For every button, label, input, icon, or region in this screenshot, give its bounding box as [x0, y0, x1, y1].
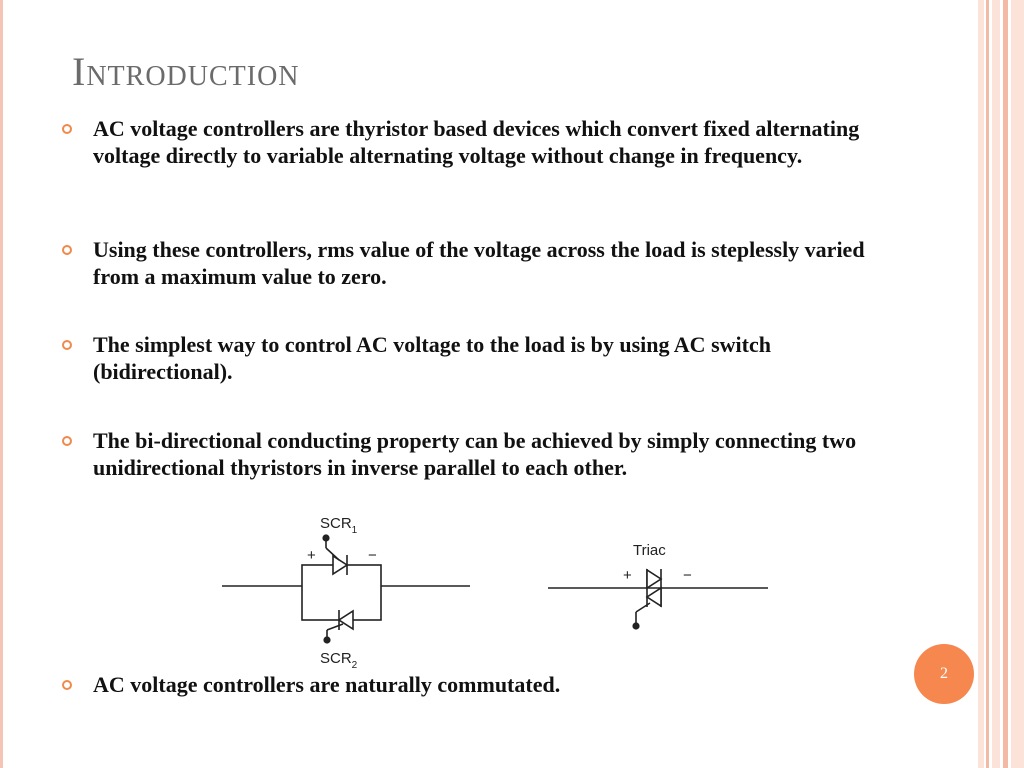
bullet-marker — [62, 680, 72, 690]
page-number: 2 — [940, 665, 948, 682]
page-number-badge: 2 — [914, 644, 974, 704]
bullet-text: The simplest way to control AC voltage t… — [93, 332, 771, 384]
bullet-marker — [62, 245, 72, 255]
right-stripe-4 — [1003, 0, 1008, 768]
bullet-text: Using these controllers, rms value of th… — [93, 237, 865, 289]
triac-symbol — [646, 568, 663, 590]
right-stripe-2 — [986, 0, 989, 768]
scr-minus-label: − — [368, 547, 377, 564]
slide-title: Introduction — [72, 49, 300, 94]
left-border — [0, 0, 3, 768]
scr2-symbol — [337, 609, 354, 631]
scr-loop — [301, 564, 382, 621]
bullet-marker — [62, 436, 72, 446]
triac-plus-label: + — [623, 567, 632, 584]
right-stripe-5 — [1011, 0, 1024, 768]
bullet-marker — [62, 124, 72, 134]
scr1-symbol — [332, 554, 349, 576]
scr1-label: SCR1 — [320, 515, 358, 536]
bullet-text: AC voltage controllers are thyristor bas… — [93, 116, 860, 168]
thyristor-circuit-diagram: SCR1 + − SCR2 Triac + − — [222, 515, 768, 671]
bullet-text: The bi-directional conducting property c… — [93, 428, 857, 480]
triac-minus-label: − — [683, 567, 692, 584]
scr2-label: SCR2 — [320, 650, 358, 671]
bullet-marker — [62, 340, 72, 350]
bullet-text: AC voltage controllers are naturally com… — [93, 672, 561, 697]
scr-plus-label: + — [307, 547, 316, 564]
triac-label: Triac — [633, 542, 666, 559]
right-stripe-3 — [992, 0, 1000, 768]
right-stripe-1 — [978, 0, 984, 768]
